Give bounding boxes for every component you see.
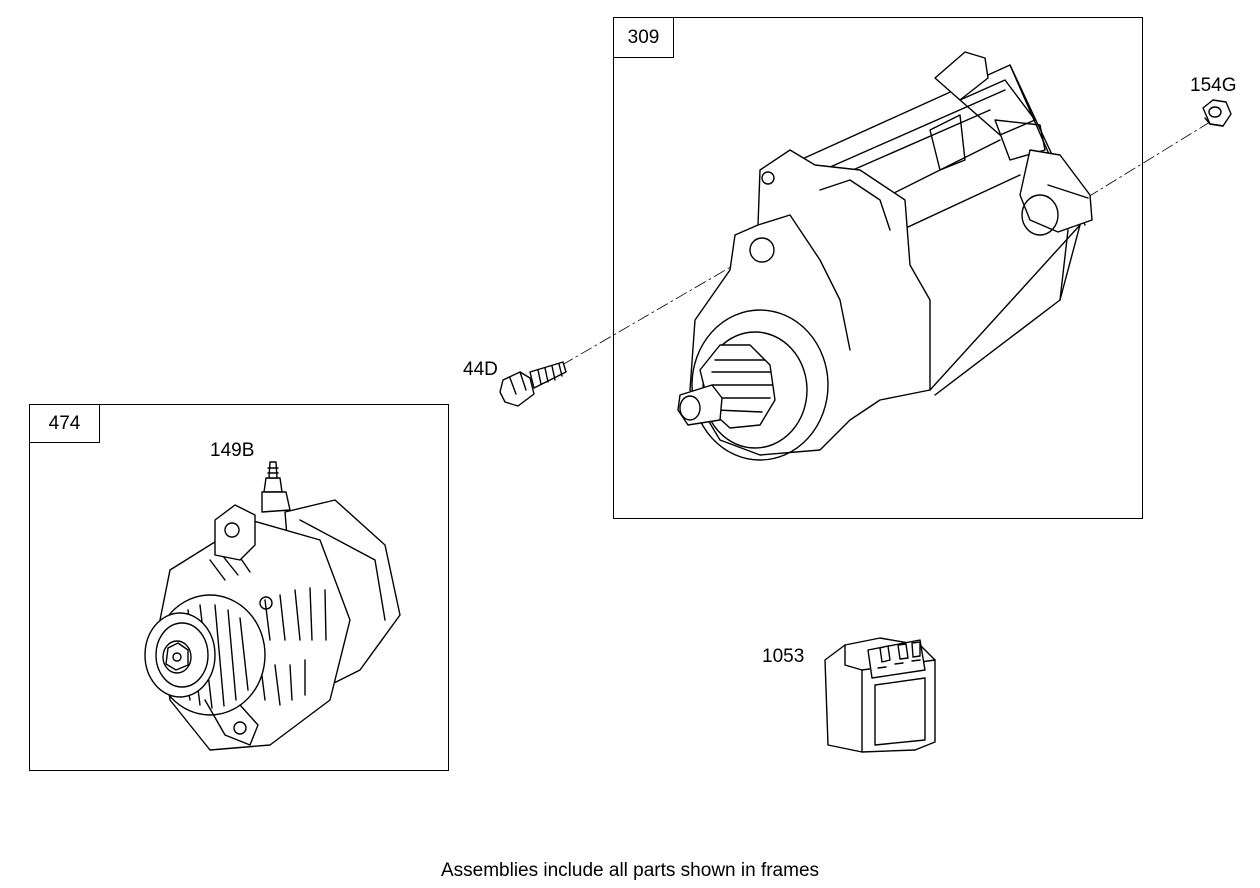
frame-number-309: 309 xyxy=(614,18,674,58)
starter-motor-part xyxy=(677,51,1093,461)
callout-154g: 154G xyxy=(1190,75,1237,96)
flange-screw-part xyxy=(499,361,567,407)
assemblies-note: Assemblies include all parts shown in fr… xyxy=(440,860,820,881)
callout-1053: 1053 xyxy=(762,646,805,667)
callout-44d: 44D xyxy=(463,359,498,380)
alternator-assembly-frame: 474 xyxy=(29,404,449,771)
frame-number-474: 474 xyxy=(30,405,100,443)
relay-part xyxy=(824,637,936,753)
callout-149b: 149B xyxy=(210,440,255,461)
hex-nut-part xyxy=(1202,99,1232,127)
starter-assembly-frame: 309 xyxy=(613,17,1143,519)
leader-lines xyxy=(561,121,1211,366)
alternator-part xyxy=(144,461,401,751)
